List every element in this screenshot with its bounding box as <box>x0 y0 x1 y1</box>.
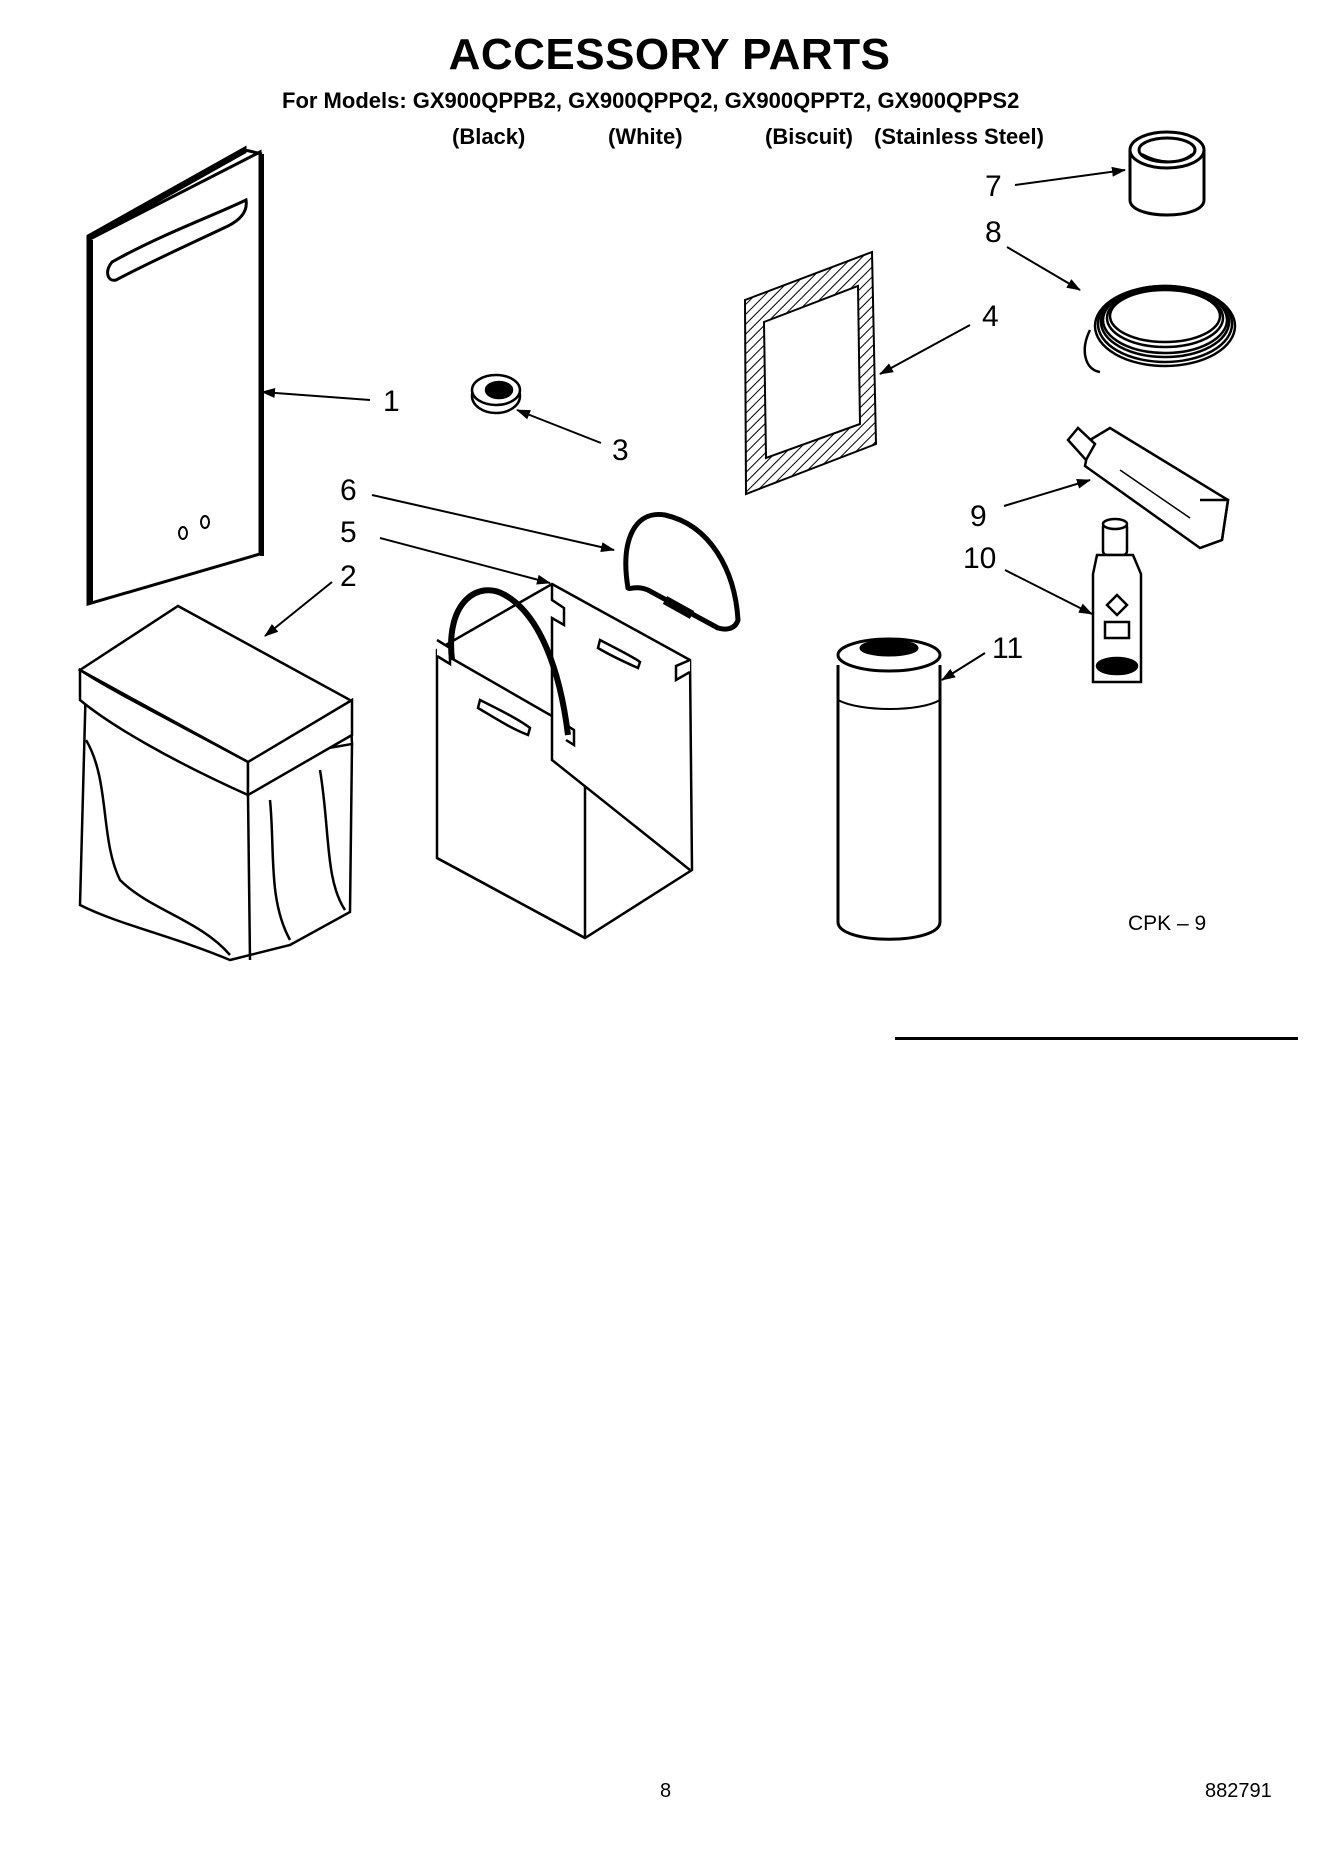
callout-4: 4 <box>982 300 999 333</box>
leader-3 <box>516 409 602 444</box>
callout-5: 5 <box>340 516 357 549</box>
part-5-bin-frame <box>435 582 694 940</box>
callout-10: 10 <box>963 542 997 575</box>
leader-10 <box>1004 569 1093 615</box>
part-9-tube <box>1066 426 1230 550</box>
leader-6 <box>371 494 615 552</box>
callout-6: 6 <box>340 474 357 507</box>
part-1-door-panel <box>86 145 264 606</box>
leader-5 <box>379 537 551 585</box>
document-number: 882791 <box>1205 1780 1272 1802</box>
leader-2 <box>264 581 333 637</box>
leader-7 <box>1014 166 1126 186</box>
color-label-black: (Black) <box>452 124 526 149</box>
leader-1 <box>261 387 371 401</box>
part-4-gasket <box>743 250 878 496</box>
callout-9: 9 <box>970 500 987 533</box>
callout-11: 11 <box>992 632 1024 665</box>
page-number: 8 <box>660 1780 672 1802</box>
leader-9 <box>1003 478 1091 507</box>
callout-1: 1 <box>383 385 400 418</box>
callout-3: 3 <box>612 434 629 467</box>
callout-2: 2 <box>340 560 357 593</box>
part-5-handle <box>448 587 571 736</box>
leader-lines <box>261 166 1126 681</box>
part-7-tape-roll <box>1128 130 1206 217</box>
part-3-grommet <box>470 373 522 415</box>
diagram-code: CPK – 9 <box>1128 912 1207 935</box>
leader-4 <box>879 324 971 375</box>
color-label-stainless: (Stainless Steel) <box>874 124 1044 149</box>
color-label-white: (White) <box>608 124 683 149</box>
callout-7: 7 <box>985 170 1002 203</box>
models-line: For Models: GX900QPPB2, GX900QPPQ2, GX90… <box>282 88 1020 113</box>
color-label-biscuit: (Biscuit) <box>765 124 853 149</box>
callout-8: 8 <box>985 216 1002 249</box>
divider-rule <box>895 1037 1298 1040</box>
page-title: ACCESSORY PARTS <box>448 30 891 79</box>
part-2-trash-bag <box>77 604 354 962</box>
leader-11 <box>941 652 986 681</box>
part-8-coiled-hose <box>1083 284 1237 374</box>
part-6-handle-loop <box>623 511 741 632</box>
part-10-cleaner-bottle <box>1091 517 1143 684</box>
part-11-aerosol-can <box>836 637 942 941</box>
leader-8 <box>1006 246 1081 291</box>
